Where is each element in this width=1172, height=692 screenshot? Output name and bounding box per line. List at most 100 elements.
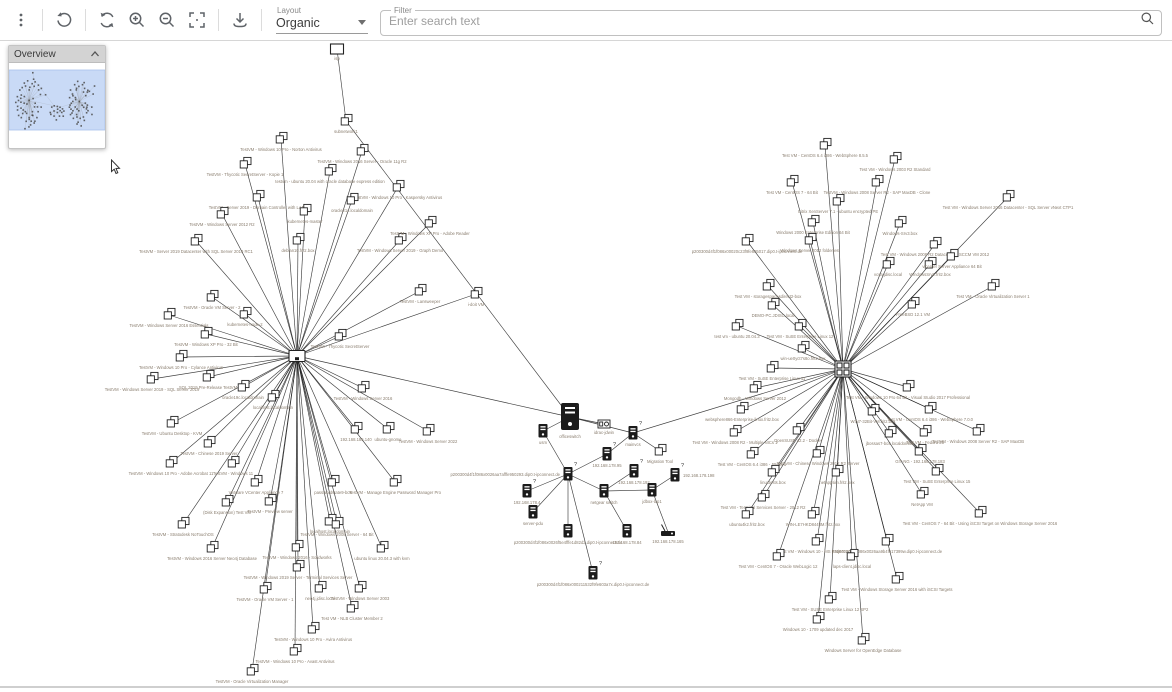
node-l7[interactable]: oracle21c.localdomain bbox=[331, 192, 374, 213]
node-l51[interactable]: TestVM - Oracle Virtualization Manager bbox=[216, 663, 289, 684]
node-r44[interactable]: p200300d4f1f086x0026aa9b4f917399w.dip0.t… bbox=[832, 533, 943, 554]
node-l48[interactable]: Test VM - NLB Cluster Member 2 bbox=[321, 600, 383, 621]
layout-select[interactable]: Layout Organic bbox=[276, 6, 368, 34]
node-r37[interactable]: Test VM - SuSE Enterprise Linux 15 bbox=[904, 463, 971, 484]
node-ip84[interactable]: 192.168.178.84 bbox=[612, 524, 642, 545]
node-r45[interactable]: Test VM - CentOS 7 - Oracle WebLogic 12 bbox=[739, 548, 818, 569]
node-r33[interactable]: Test VM - Chinese Windows 2012 R2 Server bbox=[777, 445, 860, 466]
node-r50[interactable]: Windows Server for OpenEdge Database bbox=[825, 632, 902, 653]
node-l26[interactable]: TestVM - Ubuntu Desktop - KVM bbox=[142, 415, 203, 436]
node-l4[interactable]: testvm - ubuntu 20.04 with oracle databa… bbox=[275, 163, 385, 184]
node-p2c[interactable]: ?p200300d4f1f086x000211532f9fe603a7x.dip… bbox=[537, 561, 650, 587]
node-r22[interactable]: Mongodb - Windows Server 2012 bbox=[724, 380, 787, 401]
node-ip192[interactable]: ?192.168.178.192 bbox=[618, 459, 650, 485]
node-l8[interactable]: TestVM - Windows Server 2012 R2 bbox=[189, 206, 255, 227]
chevron-up-icon[interactable] bbox=[90, 50, 100, 58]
node-r13[interactable]: WindowsSrv2.fritz.box bbox=[909, 256, 952, 277]
refresh-icon[interactable] bbox=[94, 7, 120, 33]
node-p2b[interactable]: p200300d4f1f086x0026f5e4fffe1d82d2.dip0.… bbox=[514, 524, 623, 545]
node-r7[interactable]: Windows 2000 Enterprise Edition 64 Bit bbox=[776, 214, 851, 235]
zoom-out-icon[interactable] bbox=[154, 7, 180, 33]
node-l16[interactable]: kubernetes-node-2 bbox=[227, 306, 263, 327]
node-r20[interactable]: win-ue0yct7s8o.fritz.box bbox=[781, 340, 827, 361]
node-r6[interactable]: Test VM - Windows Server 2016 Datacenter… bbox=[943, 189, 1074, 210]
node-l37[interactable]: TestVM - Windows 2008 Server - 64 Bit bbox=[300, 516, 374, 537]
node-l22[interactable]: oracle19c.localdomain bbox=[222, 379, 265, 400]
node-l30[interactable]: VMware VCenter Appliance 7 bbox=[229, 474, 284, 495]
node-r16[interactable]: Test VM - storagespacesdirect2-box bbox=[735, 278, 803, 299]
node-l35[interactable]: passwordstate9-box bbox=[314, 474, 353, 495]
node-isp[interactable]: isp bbox=[329, 43, 345, 61]
node-r32[interactable]: Test VM - CentOS 6.4 i386 - JBoss 5 bbox=[718, 446, 787, 467]
node-l38[interactable]: 192.168.185.140 bbox=[340, 421, 372, 442]
node-hubR[interactable] bbox=[834, 360, 852, 378]
node-r30[interactable]: Test VM - Fedora 25 bbox=[906, 424, 945, 445]
node-r21[interactable]: Test VM - SuSE Enterprise Linux 11 bbox=[739, 360, 806, 381]
node-r38[interactable]: Test VM - Terminal Services Server - 201… bbox=[721, 489, 807, 510]
node-r43[interactable]: Test VM - Windows 10 - MS Project 2016 bbox=[779, 533, 856, 554]
node-r51[interactable]: vCenter Server Appliance 64 Bit bbox=[922, 248, 983, 269]
node-r18[interactable]: test vm - ubuntu 20.04.3 bbox=[714, 318, 760, 339]
node-r29[interactable]: jbossas7-box.localdomain bbox=[865, 425, 915, 446]
node-r15[interactable]: FreeBSD 12.1 VM bbox=[896, 296, 930, 317]
node-l20[interactable]: SQL 2019 Pre-Release TestVM bbox=[179, 369, 238, 390]
search-input[interactable] bbox=[389, 14, 1140, 28]
node-mt[interactable]: Migration Tool bbox=[647, 443, 673, 464]
node-r23[interactable]: Test VM - Windows 10 Pro 64 Bit - Visual… bbox=[846, 379, 970, 400]
node-r46[interactable]: laps-client.jdisc.local bbox=[833, 548, 871, 569]
node-l23[interactable]: TestVM - Lansweeper bbox=[400, 283, 441, 304]
node-l50[interactable]: TestVM - Windows 10 Pro - Avast Antiviru… bbox=[255, 643, 335, 664]
node-r4[interactable]: TestVM - Windows 2008 Server R2 - SAP Ma… bbox=[824, 174, 931, 195]
node-l6[interactable]: TestVM - Server 2019 - Domain Controller… bbox=[209, 189, 308, 210]
node-hubL[interactable] bbox=[288, 349, 306, 363]
node-l24[interactable]: TestVM - Thycotic SecretServer bbox=[311, 328, 370, 349]
node-l25[interactable]: TestVM - Windows Server 2016 bbox=[334, 380, 393, 401]
node-l42[interactable]: TestVM - Windows 2016 - Solidworks bbox=[262, 539, 332, 560]
node-l12[interactable]: TestVM - Windows Server 2019 - Graph Dem… bbox=[357, 232, 444, 253]
node-mainvcs[interactable]: ?mainvcs bbox=[625, 421, 642, 447]
node-l49[interactable]: TestVM - Windows 10 Pro - Avira Antiviru… bbox=[274, 621, 352, 642]
node-subnet[interactable]: subnetwork1 bbox=[334, 113, 359, 134]
node-l1[interactable]: TestVM - Windows 10 Pro - Norton Antivir… bbox=[240, 131, 322, 152]
node-r17[interactable]: DEMO-PC.JDISC.local bbox=[752, 297, 795, 318]
node-l11[interactable]: debian10.fritz.box bbox=[281, 232, 315, 253]
minimap-viewport[interactable] bbox=[8, 69, 106, 131]
node-l45[interactable]: TestVM - Oracle VM Server - 1 bbox=[236, 581, 294, 602]
node-l9[interactable]: kubernetes-master bbox=[288, 203, 324, 224]
node-l39[interactable]: ubuntu-gnome bbox=[374, 421, 402, 442]
node-ip4[interactable]: ?192.168.178.4 bbox=[514, 479, 541, 505]
node-r19[interactable]: Test VM - SuSE Enterprise Linux 12 bbox=[767, 318, 834, 339]
node-l19[interactable]: TestVM - Windows Server 2019 - SQL Serve… bbox=[105, 371, 200, 392]
node-r8[interactable]: Windows-Srv3.box bbox=[883, 215, 919, 236]
node-l17[interactable]: TestVM - Windows XP Pro - 32 Bit bbox=[174, 326, 239, 347]
node-l18[interactable]: TestVM - Windows 10 Pro - Cylance Antivi… bbox=[139, 349, 223, 370]
node-r2[interactable]: Test VM - Windows 2003 R2 Standard bbox=[860, 151, 932, 172]
node-r49[interactable]: Windows 10 - 1709 updated dec 2017 bbox=[783, 611, 854, 632]
node-r5[interactable]: Citrix XenServer 7.1 - ubuntu encrypted … bbox=[798, 193, 879, 214]
node-l27[interactable]: TestVM - Chinese 2019 Server bbox=[180, 435, 238, 456]
node-pdu[interactable]: server-pdu bbox=[523, 505, 544, 526]
node-idrac[interactable]: idrac-jdwin bbox=[594, 419, 615, 435]
node-r41[interactable]: WIN-LE7HKD8448M.fritz.box bbox=[786, 506, 841, 527]
menu-icon[interactable] bbox=[8, 7, 34, 33]
node-l52[interactable]: i-doit VM bbox=[468, 286, 485, 307]
overview-panel-header[interactable]: Overview bbox=[9, 46, 105, 63]
node-r47[interactable]: Test VM - Windows Storage Server 2016 wi… bbox=[842, 571, 953, 592]
node-r14[interactable]: Test VM - Oracle Virtualization Server 1 bbox=[956, 278, 1030, 299]
node-l28[interactable]: TestVM - Windows 10 Pro - Adobe Acrobat … bbox=[129, 455, 214, 476]
node-r24[interactable]: websphere866-Enterprise-linux.fritz.box bbox=[705, 401, 780, 422]
node-usm[interactable]: usm bbox=[538, 424, 548, 445]
node-l14[interactable]: TestVM - Oracle VM Server - 2 bbox=[183, 289, 241, 310]
node-r3[interactable]: Test VM - CentOS 7 - 64 Bit bbox=[766, 174, 819, 195]
node-r26[interactable]: WIN7-32Bit-VM.fritz.box bbox=[851, 403, 897, 424]
node-l2[interactable]: TestVM - Windows 2016 Server - Oracle 11… bbox=[317, 143, 407, 164]
node-l47[interactable]: TestVM - Windows Server 2003 bbox=[331, 580, 390, 601]
node-r42[interactable]: Test VM - CentOS 7 - 64 Bit - Using iSCS… bbox=[903, 505, 1058, 526]
node-l32[interactable]: TestVM - Preview server bbox=[247, 493, 293, 514]
node-l43[interactable]: ubuntu linux 20.04.3 with kvm bbox=[354, 540, 410, 561]
node-l46[interactable]: neo4j.jdisc.local bbox=[305, 580, 335, 601]
node-r48[interactable]: Test VM - SUSE Enterprise Linux 12 SP2 bbox=[792, 591, 869, 612]
node-l13[interactable]: TestVM - Windows XP Pro - Adobe Reader bbox=[390, 215, 470, 236]
node-l29[interactable]: TestVM - Windows 11 bbox=[213, 455, 254, 476]
node-jdbox[interactable]: jdbox-lap1 bbox=[641, 483, 662, 504]
